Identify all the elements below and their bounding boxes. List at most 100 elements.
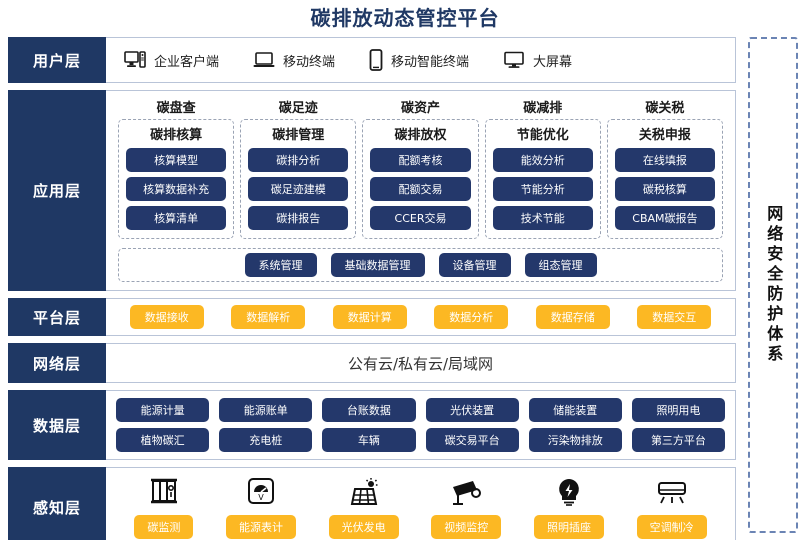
layer-body-data: 能源计量 能源账单 台账数据 光伏装置 储能装置 照明用电 植物碳汇 充电桩 车… <box>106 391 735 459</box>
management-chip-basic-data[interactable]: 基础数据管理 <box>330 253 425 277</box>
sense-item-air-conditioning[interactable]: 空调制冷 <box>636 475 707 539</box>
management-chip-configuration[interactable]: 组态管理 <box>524 253 597 277</box>
platform-pill-data-receive[interactable]: 数据接收 <box>129 305 204 329</box>
user-item-label: 大屏幕 <box>533 54 573 70</box>
app-chip[interactable]: CCER交易 <box>370 206 471 230</box>
app-group-title: 碳盘查 <box>156 101 196 116</box>
carbon-monitor-icon <box>148 475 180 509</box>
user-item-mobile-terminal[interactable]: 移动终端 <box>253 51 335 70</box>
app-group-carbon-footprint: 碳足迹 碳排管理 碳排分析 碳足迹建模 碳排报告 <box>240 97 357 239</box>
platform-pill-data-parse[interactable]: 数据解析 <box>231 305 306 329</box>
app-group-carbon-tariff: 碳关税 关税申报 在线填报 碳税核算 CBAM碳报告 <box>606 97 724 239</box>
app-chip[interactable]: 节能分析 <box>492 177 593 201</box>
energy-meter-icon: V <box>245 475 277 509</box>
app-chip[interactable]: 核算模型 <box>126 148 227 172</box>
layer-platform: 平台层 数据接收 数据解析 数据计算 数据分析 数据存储 数据交互 <box>8 298 736 336</box>
desktop-tower-icon <box>124 51 146 69</box>
layer-body-platform: 数据接收 数据解析 数据计算 数据分析 数据存储 数据交互 <box>106 299 735 335</box>
data-chip-pollutant-emission[interactable]: 污染物排放 <box>528 428 622 452</box>
sense-pill-label[interactable]: 碳监测 <box>134 515 194 539</box>
layer-network: 网络层 公有云/私有云/局域网 <box>8 343 736 383</box>
sense-device-list: 碳监测 V 能源表计 <box>106 468 735 540</box>
network-types-text: 公有云/私有云/局域网 <box>347 354 494 373</box>
layer-label-user: 用户层 <box>8 37 106 83</box>
app-group-title: 碳关税 <box>645 101 685 116</box>
layer-body-network: 公有云/私有云/局域网 <box>106 344 735 382</box>
application-group-list: 碳盘查 碳排核算 核算模型 核算数据补充 核算清单 碳足迹 碳排管理 碳排分析 <box>114 97 727 239</box>
svg-text:V: V <box>258 493 264 502</box>
data-chip-storage-device[interactable]: 储能装置 <box>528 398 622 422</box>
app-group-subtitle: 关税申报 <box>638 128 691 143</box>
sense-item-lighting-socket[interactable]: 照明插座 <box>533 475 604 539</box>
app-group-subtitle: 碳排核算 <box>150 128 203 143</box>
layer-sense: 感知层 <box>8 467 736 540</box>
user-item-enterprise-client[interactable]: 企业客户端 <box>124 51 219 70</box>
layer-label-sense: 感知层 <box>8 467 106 540</box>
app-group-box: 碳排核算 核算模型 核算数据补充 核算清单 <box>118 119 235 239</box>
app-chip[interactable]: 配额交易 <box>370 177 471 201</box>
platform-pill-data-exchange[interactable]: 数据交互 <box>637 305 712 329</box>
app-chip[interactable]: CBAM碳报告 <box>614 206 716 230</box>
app-chip[interactable]: 在线填报 <box>614 148 716 172</box>
app-chip[interactable]: 碳税核算 <box>614 177 716 201</box>
app-chip[interactable]: 碳排报告 <box>248 206 349 230</box>
app-group-subtitle: 节能优化 <box>516 128 569 143</box>
data-chip-charging-pile[interactable]: 充电桩 <box>219 428 313 452</box>
app-chip[interactable]: 配额考核 <box>370 148 471 172</box>
data-chip-pv-device[interactable]: 光伏装置 <box>425 398 519 422</box>
data-chip-third-party-platform[interactable]: 第三方平台 <box>631 428 726 452</box>
layer-body-sense: 碳监测 V 能源表计 <box>106 468 735 540</box>
app-group-subtitle: 碳排放权 <box>394 128 447 143</box>
data-chip-ledger-data[interactable]: 台账数据 <box>322 398 416 422</box>
sense-item-energy-meter[interactable]: V 能源表计 <box>225 475 296 539</box>
layer-body-user: 企业客户端 移动终端 <box>106 38 735 82</box>
app-group-box: 关税申报 在线填报 碳税核算 CBAM碳报告 <box>606 119 724 239</box>
user-item-label: 移动智能终端 <box>391 54 470 70</box>
sense-pill-label[interactable]: 空调制冷 <box>636 515 707 539</box>
layer-application: 应用层 碳盘查 碳排核算 核算模型 核算数据补充 核算清单 碳足迹 <box>8 90 736 291</box>
security-side-panel: 网络安全防护体系 <box>748 37 798 533</box>
sense-pill-label[interactable]: 光伏发电 <box>328 515 399 539</box>
app-chip[interactable]: 能效分析 <box>492 148 593 172</box>
sense-pill-label[interactable]: 视频监控 <box>431 515 502 539</box>
user-item-large-screen[interactable]: 大屏幕 <box>503 51 572 70</box>
layer-user: 用户层 <box>8 37 736 83</box>
light-bulb-icon <box>554 475 584 509</box>
app-group-box: 节能优化 能效分析 节能分析 技术节能 <box>484 119 601 239</box>
app-chip[interactable]: 技术节能 <box>492 206 593 230</box>
user-item-smart-mobile-terminal[interactable]: 移动智能终端 <box>369 49 469 71</box>
sense-item-solar-power[interactable]: 光伏发电 <box>328 475 399 539</box>
data-chip-vehicle[interactable]: 车辆 <box>322 428 416 452</box>
data-chip-energy-bill[interactable]: 能源账单 <box>219 398 313 422</box>
app-chip[interactable]: 核算清单 <box>126 206 227 230</box>
sense-item-video-surveillance[interactable]: 视频监控 <box>431 475 502 539</box>
sense-pill-label[interactable]: 照明插座 <box>533 515 604 539</box>
platform-pill-data-storage[interactable]: 数据存储 <box>535 305 610 329</box>
app-group-box: 碳排管理 碳排分析 碳足迹建模 碳排报告 <box>240 119 357 239</box>
app-chip[interactable]: 碳排分析 <box>248 148 349 172</box>
solar-panel-icon <box>347 475 381 509</box>
platform-pill-data-analysis[interactable]: 数据分析 <box>434 305 509 329</box>
app-group-carbon-inventory: 碳盘查 碳排核算 核算模型 核算数据补充 核算清单 <box>118 97 235 239</box>
sense-item-carbon-monitor[interactable]: 碳监测 <box>134 475 194 539</box>
app-chip[interactable]: 碳足迹建模 <box>248 177 349 201</box>
app-group-subtitle: 碳排管理 <box>272 128 325 143</box>
smartphone-icon <box>369 49 383 71</box>
laptop-icon <box>253 51 275 69</box>
data-chip-carbon-trading-platform[interactable]: 碳交易平台 <box>425 428 519 452</box>
data-chip-plant-carbon-sink[interactable]: 植物碳汇 <box>116 428 210 452</box>
app-group-title: 碳减排 <box>523 101 563 116</box>
management-chip-system[interactable]: 系统管理 <box>244 253 317 277</box>
app-chip[interactable]: 核算数据补充 <box>126 177 227 201</box>
layer-label-application: 应用层 <box>8 90 106 291</box>
page-title: 碳排放动态管控平台 <box>310 6 500 30</box>
sense-pill-label[interactable]: 能源表计 <box>225 515 296 539</box>
platform-pill-data-compute[interactable]: 数据计算 <box>332 305 407 329</box>
layer-label-data: 数据层 <box>8 390 106 460</box>
management-chip-device[interactable]: 设备管理 <box>438 253 511 277</box>
data-source-row-1: 能源计量 能源账单 台账数据 光伏装置 储能装置 照明用电 <box>116 398 726 422</box>
data-chip-energy-metering[interactable]: 能源计量 <box>116 398 210 422</box>
layer-stack: 用户层 <box>8 37 736 540</box>
data-chip-lighting-power[interactable]: 照明用电 <box>631 398 726 422</box>
